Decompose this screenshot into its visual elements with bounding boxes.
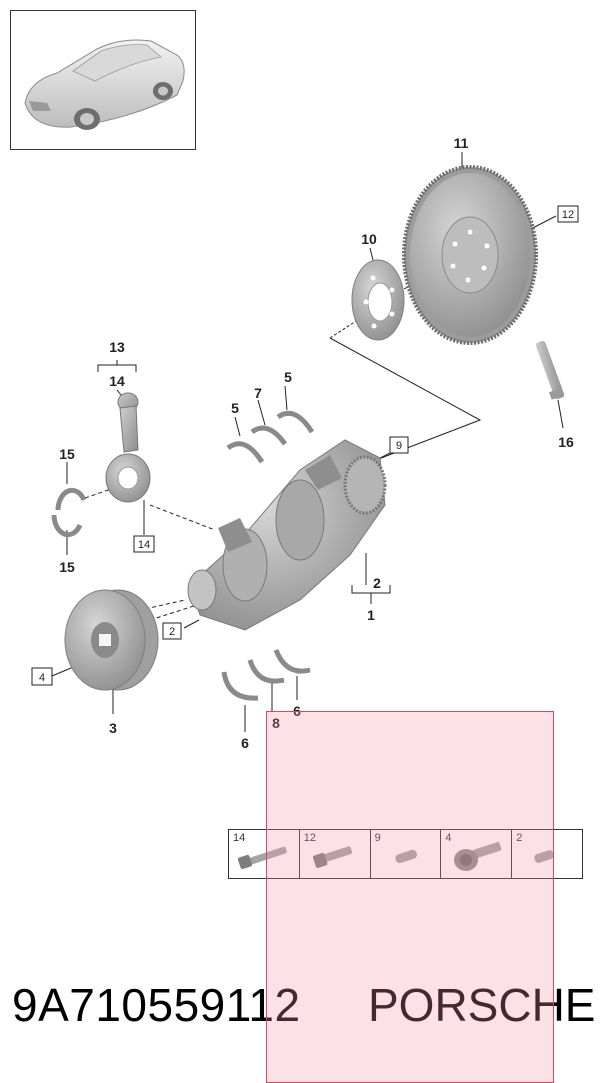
vehicle-thumbnail bbox=[10, 10, 196, 150]
callout-2-right: 2 bbox=[373, 575, 381, 591]
car-icon bbox=[24, 39, 185, 130]
boxed-callouts: 12 9 14 2 4 bbox=[31, 205, 579, 686]
pulley-part bbox=[64, 589, 159, 691]
fastener-number: 4 bbox=[445, 832, 452, 844]
main-bearing-shells-upper-part bbox=[226, 410, 315, 464]
fastener-cell-9: 9 bbox=[371, 830, 442, 878]
bolt-hex-long-icon bbox=[237, 846, 287, 870]
boxed-callout-4: 4 bbox=[39, 672, 45, 684]
brand-name: PORSCHE bbox=[368, 979, 596, 1031]
callout-3: 3 bbox=[109, 720, 117, 736]
dowel-pin-icon bbox=[394, 849, 417, 864]
callout-16: 16 bbox=[558, 434, 574, 450]
fastener-number: 14 bbox=[233, 832, 246, 844]
boxed-callout-14: 14 bbox=[138, 539, 150, 551]
connecting-rod-part bbox=[105, 392, 151, 503]
callout-13: 13 bbox=[109, 339, 125, 355]
main-bearing-shells-lower-part bbox=[221, 649, 311, 701]
crankshaft-part bbox=[187, 439, 387, 631]
callout-14-top: 14 bbox=[109, 373, 125, 389]
callout-labels: 11 10 13 14 5 7 5 15 15 16 2 1 3 6 8 6 bbox=[59, 135, 574, 751]
part-number: 9A710559112 bbox=[12, 979, 301, 1031]
drive-plate-part bbox=[351, 259, 405, 341]
boxed-callout-2: 2 bbox=[169, 626, 175, 638]
boxed-callout-12: 12 bbox=[562, 209, 574, 221]
callout-10: 10 bbox=[361, 231, 377, 247]
callout-15-top: 15 bbox=[59, 446, 75, 462]
fastener-number: 2 bbox=[516, 832, 523, 844]
sensor-bolt-part bbox=[535, 340, 565, 400]
bolt-flange-icon bbox=[454, 842, 502, 871]
fastener-cell-12: 12 bbox=[300, 830, 371, 878]
bolt-hex-icon bbox=[312, 846, 352, 868]
callout-8: 8 bbox=[272, 715, 280, 731]
callout-7: 7 bbox=[254, 385, 262, 401]
callout-1: 1 bbox=[367, 607, 375, 623]
boxed-callout-9: 9 bbox=[396, 440, 402, 452]
callout-6-left: 6 bbox=[241, 735, 249, 751]
fastener-cell-14: 14 bbox=[229, 830, 300, 878]
highlight-overlay bbox=[266, 711, 554, 1083]
fastener-number: 9 bbox=[374, 832, 381, 844]
callout-15-bottom: 15 bbox=[59, 559, 75, 575]
callout-11: 11 bbox=[454, 135, 469, 151]
flywheel-part bbox=[402, 165, 538, 345]
fastener-number: 12 bbox=[303, 832, 317, 844]
callout-5-right: 5 bbox=[284, 369, 292, 385]
fastener-cell-2: 2 bbox=[512, 830, 582, 878]
dowel-pin-icon bbox=[534, 850, 555, 863]
fastener-strip: 14 12 9 4 2 bbox=[228, 829, 583, 879]
rod-bearing-shells-part bbox=[51, 487, 87, 538]
callout-5-left: 5 bbox=[231, 400, 239, 416]
fastener-cell-4: 4 bbox=[441, 830, 513, 878]
